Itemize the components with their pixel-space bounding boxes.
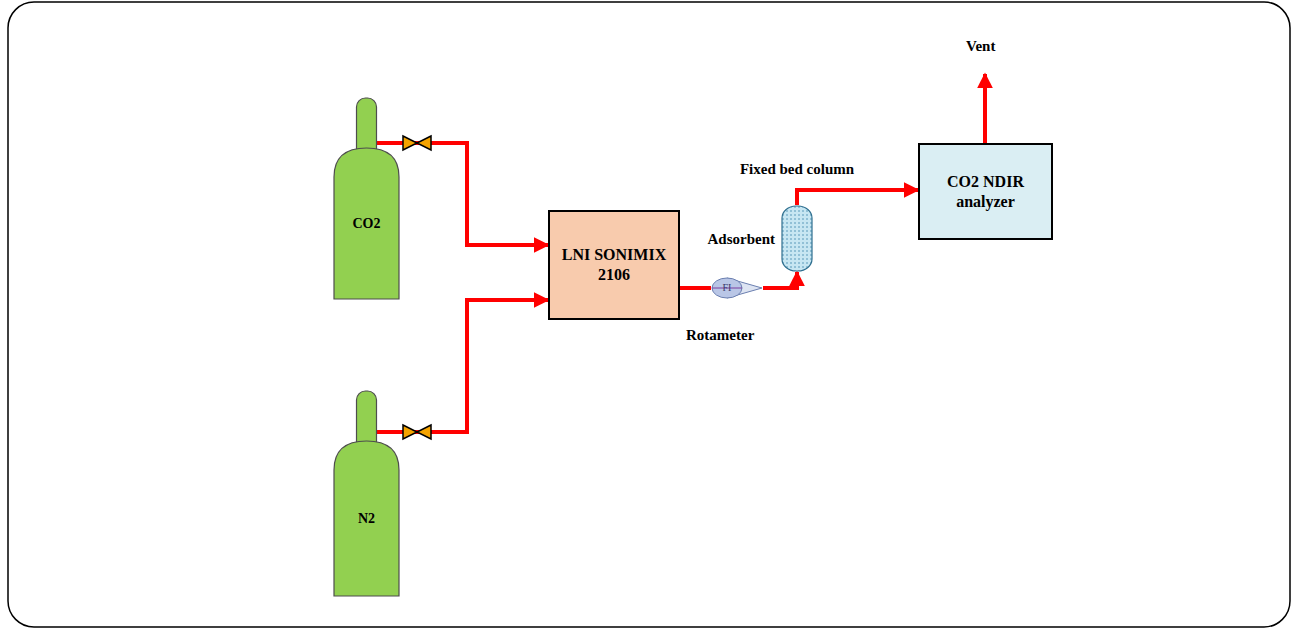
gas-cylinder: N2 <box>333 390 400 597</box>
column-outline <box>781 205 813 272</box>
instrument-tag: FI <box>713 281 741 295</box>
cylinder-label: N2 <box>358 511 375 527</box>
analyzer-box: CO2 NDIR analyzer <box>918 143 1053 240</box>
pipe-connector <box>680 286 711 290</box>
valve-symbol <box>403 425 431 439</box>
frame <box>8 2 1290 627</box>
pipe-connector <box>763 272 797 288</box>
pipe-connector <box>377 143 549 245</box>
cylinder-outline <box>333 97 400 300</box>
vent-line <box>983 74 987 143</box>
rotameter-label: Rotameter <box>686 327 754 344</box>
adsorbent-label: Adsorbent <box>707 231 775 248</box>
cylinder-outline <box>333 390 400 597</box>
pipe-connector <box>377 300 549 432</box>
pipe-connector <box>797 190 918 205</box>
box-label: CO2 NDIR analyzer <box>928 172 1043 212</box>
fixed-bed-column: Fixed bed column <box>781 205 813 272</box>
box-label: LNI SONIMIX 2106 <box>558 245 670 285</box>
gas-cylinder: CO2 <box>333 97 400 300</box>
vent-label: Vent <box>966 38 995 55</box>
rotameter: FIRotameter <box>711 277 763 299</box>
rotameter-symbol <box>711 277 763 299</box>
cylinder-label: CO2 <box>353 216 381 232</box>
column-label: Fixed bed column <box>740 161 854 178</box>
valve-symbol <box>403 136 431 150</box>
gas-mixer-box: LNI SONIMIX 2106 <box>548 210 680 320</box>
